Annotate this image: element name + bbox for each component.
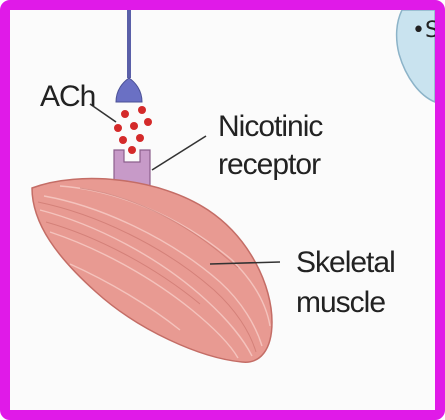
- ach-label: ACh: [40, 80, 95, 114]
- axon: [127, 10, 131, 78]
- ach-dot: [136, 134, 144, 142]
- ach-dot: [144, 118, 152, 126]
- skeletal-muscle: [32, 179, 272, 363]
- ach-dot: [119, 136, 127, 144]
- ach-dot: [130, 122, 138, 130]
- receptor-leader-line: [152, 136, 206, 170]
- muscle-body: [32, 179, 272, 363]
- skeletal-muscle-label-line1: Skeletal: [296, 246, 395, 280]
- neuromuscular-diagram: [10, 10, 435, 410]
- nicotinic-receptor-label-line1: Nicotinic: [218, 110, 322, 144]
- nicotinic-receptor-label-line2: receptor: [218, 148, 320, 182]
- diagram-canvas: ACh Nicotinic receptor Skeletal muscle •…: [10, 10, 435, 410]
- ach-dot: [114, 124, 122, 132]
- skeletal-muscle-label-line2: muscle: [296, 286, 385, 320]
- ach-molecules: [114, 106, 152, 154]
- ach-dot: [138, 106, 146, 114]
- ach-dot: [128, 146, 136, 154]
- ach-dot: [121, 110, 129, 118]
- axon-terminal: [116, 78, 142, 102]
- corner-text-fragment: •S: [412, 18, 435, 43]
